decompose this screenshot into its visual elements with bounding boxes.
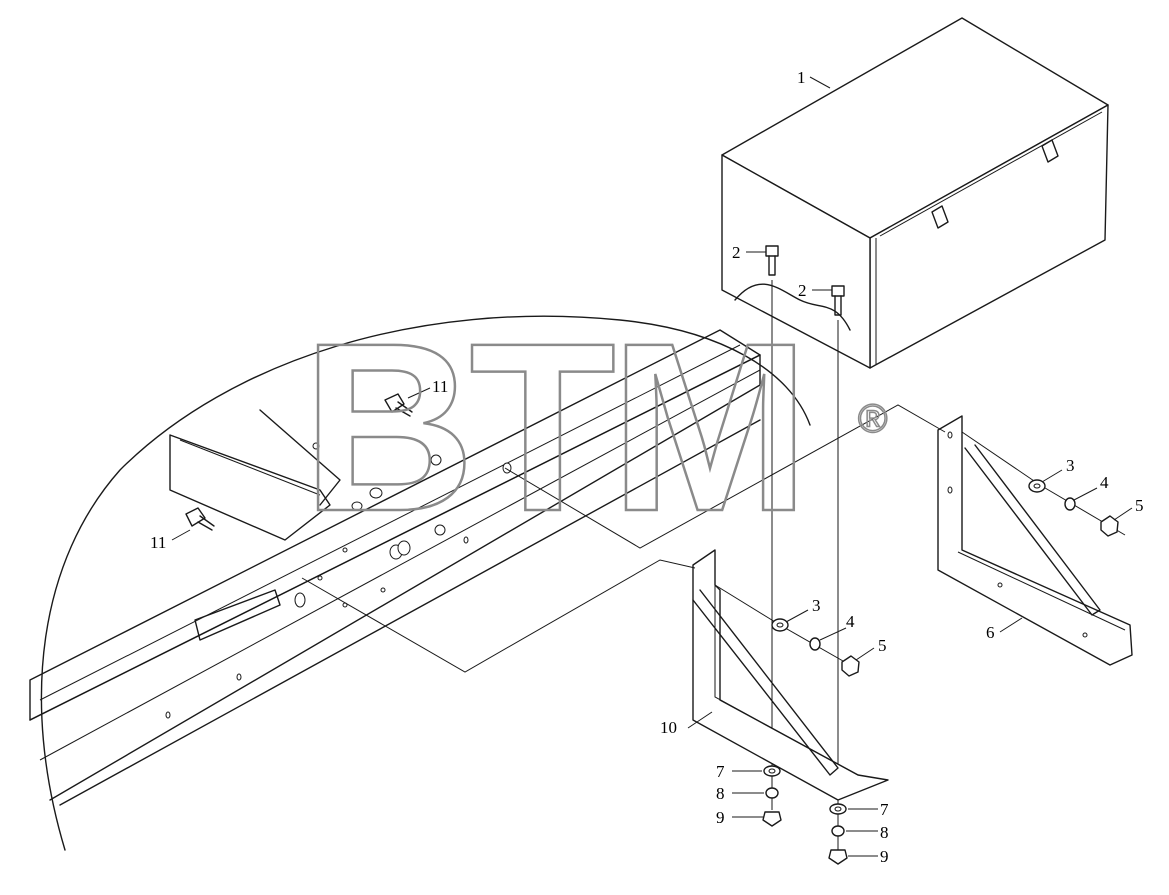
callout-4: 4 — [846, 612, 855, 631]
callout-11: 11 — [150, 533, 166, 552]
callout-8: 8 — [880, 823, 889, 842]
lock-washer-4-upper — [1064, 497, 1076, 511]
lock-washer-8-right — [831, 825, 845, 837]
watermark: BTM ® — [301, 292, 888, 563]
hex-bolt-11-upper — [384, 393, 413, 417]
callout-5: 5 — [1135, 496, 1144, 515]
callout-2: 2 — [798, 281, 807, 300]
callout-9: 9 — [716, 808, 725, 827]
hex-bolt-2-left — [765, 245, 779, 276]
callout-labels: 1 2 2 3 4 5 6 3 4 5 10 7 8 9 7 8 9 11 11 — [150, 68, 1144, 866]
callout-6: 6 — [986, 623, 995, 642]
support-bracket-10 — [692, 549, 889, 801]
callout-11: 11 — [432, 377, 448, 396]
callout-9: 9 — [880, 847, 889, 866]
callout-7: 7 — [880, 800, 889, 819]
latch-rear — [1041, 139, 1059, 163]
hex-bolt-2-right — [831, 285, 845, 316]
callout-4: 4 — [1100, 473, 1109, 492]
washer-7-right — [829, 803, 847, 815]
callout-2: 2 — [732, 243, 741, 262]
leader-lines — [171, 76, 1133, 857]
washer-7-left — [763, 765, 781, 777]
registered-mark: ® — [858, 397, 887, 441]
lock-washer-8-left — [765, 787, 779, 799]
callout-3: 3 — [812, 596, 821, 615]
callout-5: 5 — [878, 636, 887, 655]
callout-1: 1 — [797, 68, 806, 87]
nut-9-left — [762, 811, 782, 827]
assembly-line-bracket-10 — [301, 559, 696, 673]
callout-8: 8 — [716, 784, 725, 803]
support-bracket-6 — [937, 415, 1133, 666]
nut-5-lower — [841, 655, 860, 677]
frame-rail — [29, 315, 811, 851]
latch-front — [931, 205, 949, 229]
washer-3-lower — [771, 618, 789, 632]
nut-5-upper — [1100, 515, 1119, 537]
washer-3-upper — [1028, 479, 1046, 493]
callout-7: 7 — [716, 762, 725, 781]
tool-box — [721, 17, 1109, 369]
lock-washer-4-lower — [809, 637, 821, 651]
nut-9-right — [828, 849, 848, 865]
callout-3: 3 — [1066, 456, 1075, 475]
callout-10: 10 — [660, 718, 677, 737]
hex-bolt-11-lower — [185, 507, 215, 531]
frame-holes — [165, 442, 512, 719]
assembly-line-bracket-6 — [504, 404, 946, 549]
watermark-text: BTM — [302, 293, 804, 561]
